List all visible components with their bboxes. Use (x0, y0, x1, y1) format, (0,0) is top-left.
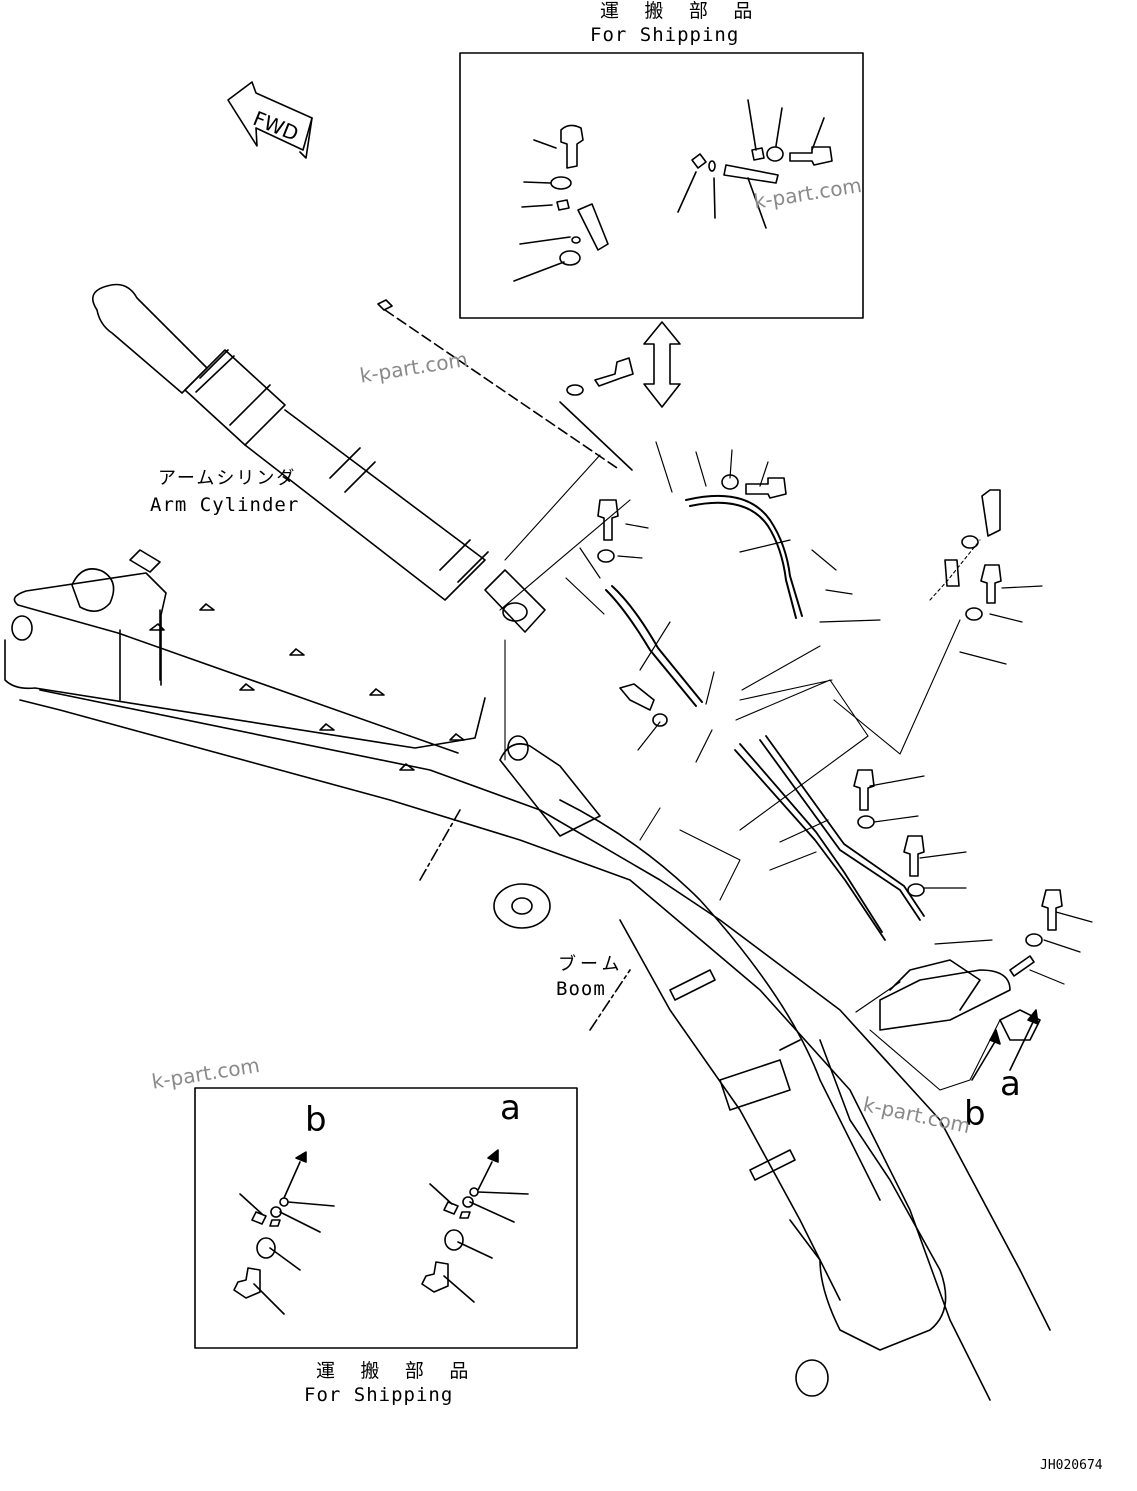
callout-b-main: b (964, 1094, 986, 1134)
double-arrow-icon (643, 321, 681, 408)
bottom-box-parts (233, 1149, 529, 1315)
callout-a-box: a (500, 1088, 521, 1128)
bottom-shipping-box (194, 1087, 578, 1349)
arm-cylinder (91, 283, 546, 633)
bottom-box-title-en: For Shipping (304, 1384, 454, 1406)
fwd-arrow-icon (227, 81, 313, 159)
top-shipping-box (459, 52, 864, 319)
leader-lines (565, 441, 1093, 1013)
callout-arrows (971, 1009, 1039, 1081)
hoses (605, 494, 1041, 1041)
bolt-upper (559, 357, 634, 471)
callout-a-main: a (1000, 1064, 1021, 1104)
reference-lines (499, 454, 1001, 1091)
boom-label-en: Boom (556, 978, 606, 1000)
drawing-code: JH020674 (1040, 1458, 1103, 1473)
fittings-right (597, 474, 1063, 977)
bottom-box-title-jp: 運 搬 部 品 (316, 1360, 476, 1382)
boom-body (4, 549, 1051, 1401)
boom-label-jp: ブーム (558, 954, 624, 975)
arm-cylinder-label-en: Arm Cylinder (150, 494, 300, 516)
arm-cylinder-label-jp: アームシリンダ (158, 468, 297, 489)
top-box-parts (513, 99, 833, 282)
top-box-title-en: For Shipping (590, 24, 740, 46)
callout-b-box: b (305, 1100, 327, 1140)
rod-dash-line (384, 309, 621, 471)
small-nut (377, 299, 393, 311)
top-box-title-jp: 運 搬 部 品 (600, 0, 760, 22)
